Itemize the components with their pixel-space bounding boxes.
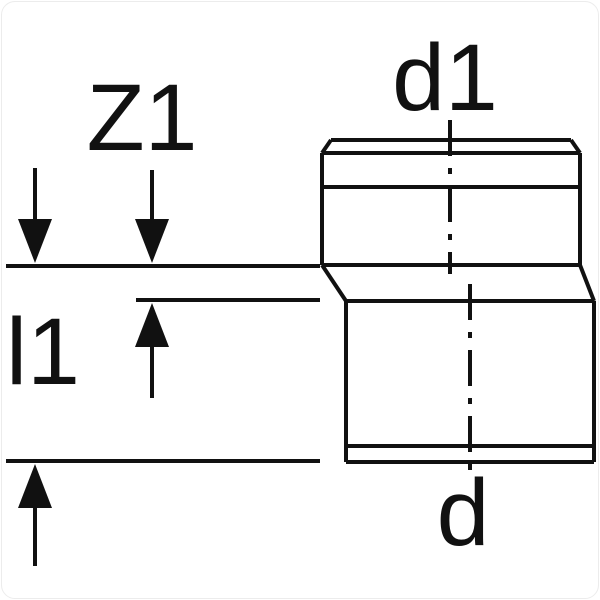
socket-rim-chamfer-right: [569, 138, 582, 155]
l1-dimension-label: l1: [6, 299, 80, 405]
z1-arrow-right-head-icon: [135, 219, 169, 263]
z1-dimension-label: Z1: [87, 65, 198, 171]
taper-edge-right: [578, 264, 596, 302]
socket-rim-chamfer-left: [320, 138, 333, 155]
taper-edge-left: [320, 263, 348, 303]
d1-dimension-label: d1: [392, 25, 498, 131]
l1-arrow-top-head-icon: [135, 303, 169, 347]
z1-arrow-left-head-icon: [18, 219, 52, 263]
d-dimension-label: d: [437, 460, 490, 566]
l1-arrow-bottom-head-icon: [18, 464, 52, 508]
